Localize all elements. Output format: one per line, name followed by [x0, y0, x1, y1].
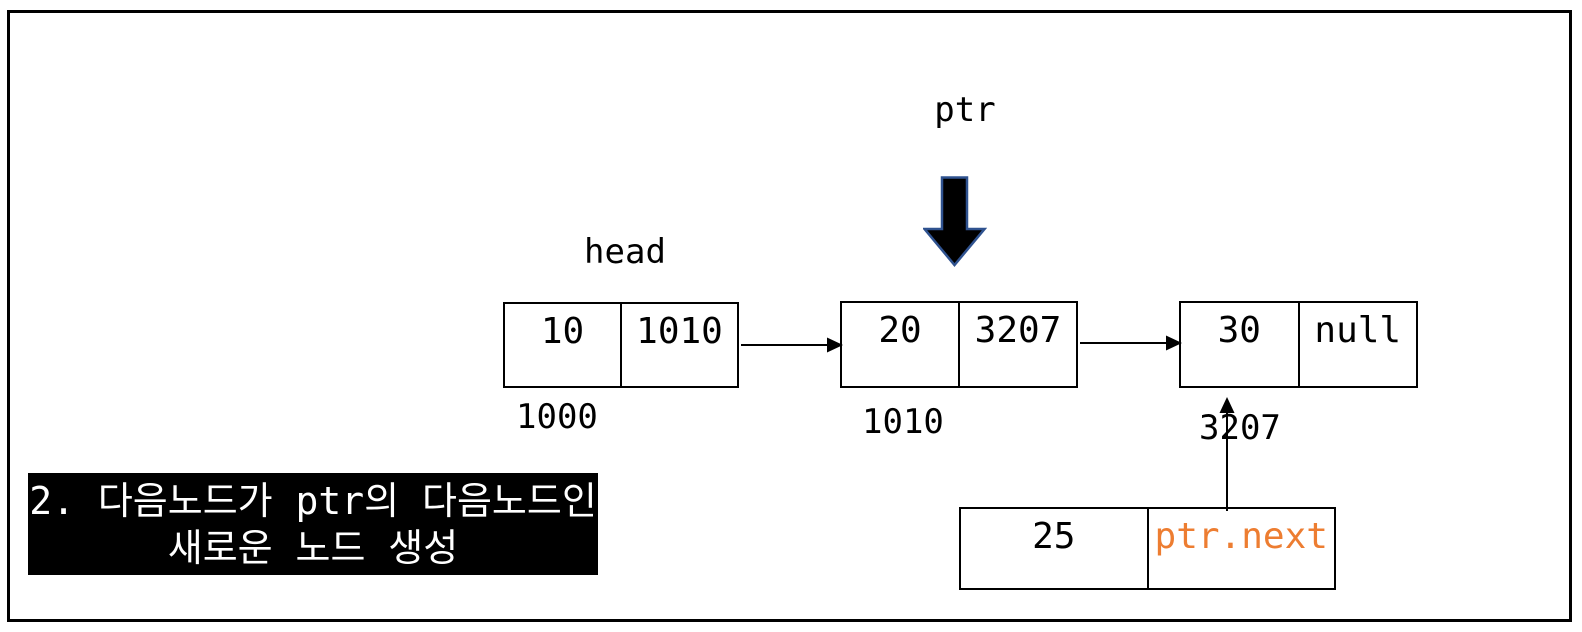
node-1-address-label: 1000	[516, 397, 598, 437]
node-3-address-label: 3207	[1199, 408, 1281, 448]
caption-line-2: 새로운 노드 생성	[167, 526, 459, 570]
list-node-2: 20 3207	[840, 301, 1078, 388]
node-1-value-cell: 10	[505, 304, 622, 386]
list-node-1: 10 1010	[503, 302, 739, 388]
list-node-3: 30 null	[1179, 301, 1418, 388]
new-node: 25 ptr.next	[959, 507, 1336, 590]
new-node-value-cell: 25	[961, 509, 1149, 588]
head-label: head	[584, 232, 666, 272]
node-1-pointer-cell: 1010	[636, 311, 723, 352]
node-3-pointer-cell: null	[1314, 310, 1402, 351]
node-3-value-cell: 30	[1181, 303, 1300, 386]
node-2-address-label: 1010	[862, 402, 944, 442]
ptr-label: ptr	[934, 90, 996, 130]
ptr-down-arrow-icon	[923, 176, 987, 267]
node-2-pointer-cell: 3207	[974, 310, 1062, 351]
new-node-pointer-cell: ptr.next	[1154, 516, 1328, 557]
node-2-value-cell: 20	[842, 303, 960, 386]
caption-line-1: 2. 다음노드가 ptr의 다음노드인	[29, 479, 597, 523]
caption-box: 2. 다음노드가 ptr의 다음노드인 새로운 노드 생성	[28, 473, 598, 575]
